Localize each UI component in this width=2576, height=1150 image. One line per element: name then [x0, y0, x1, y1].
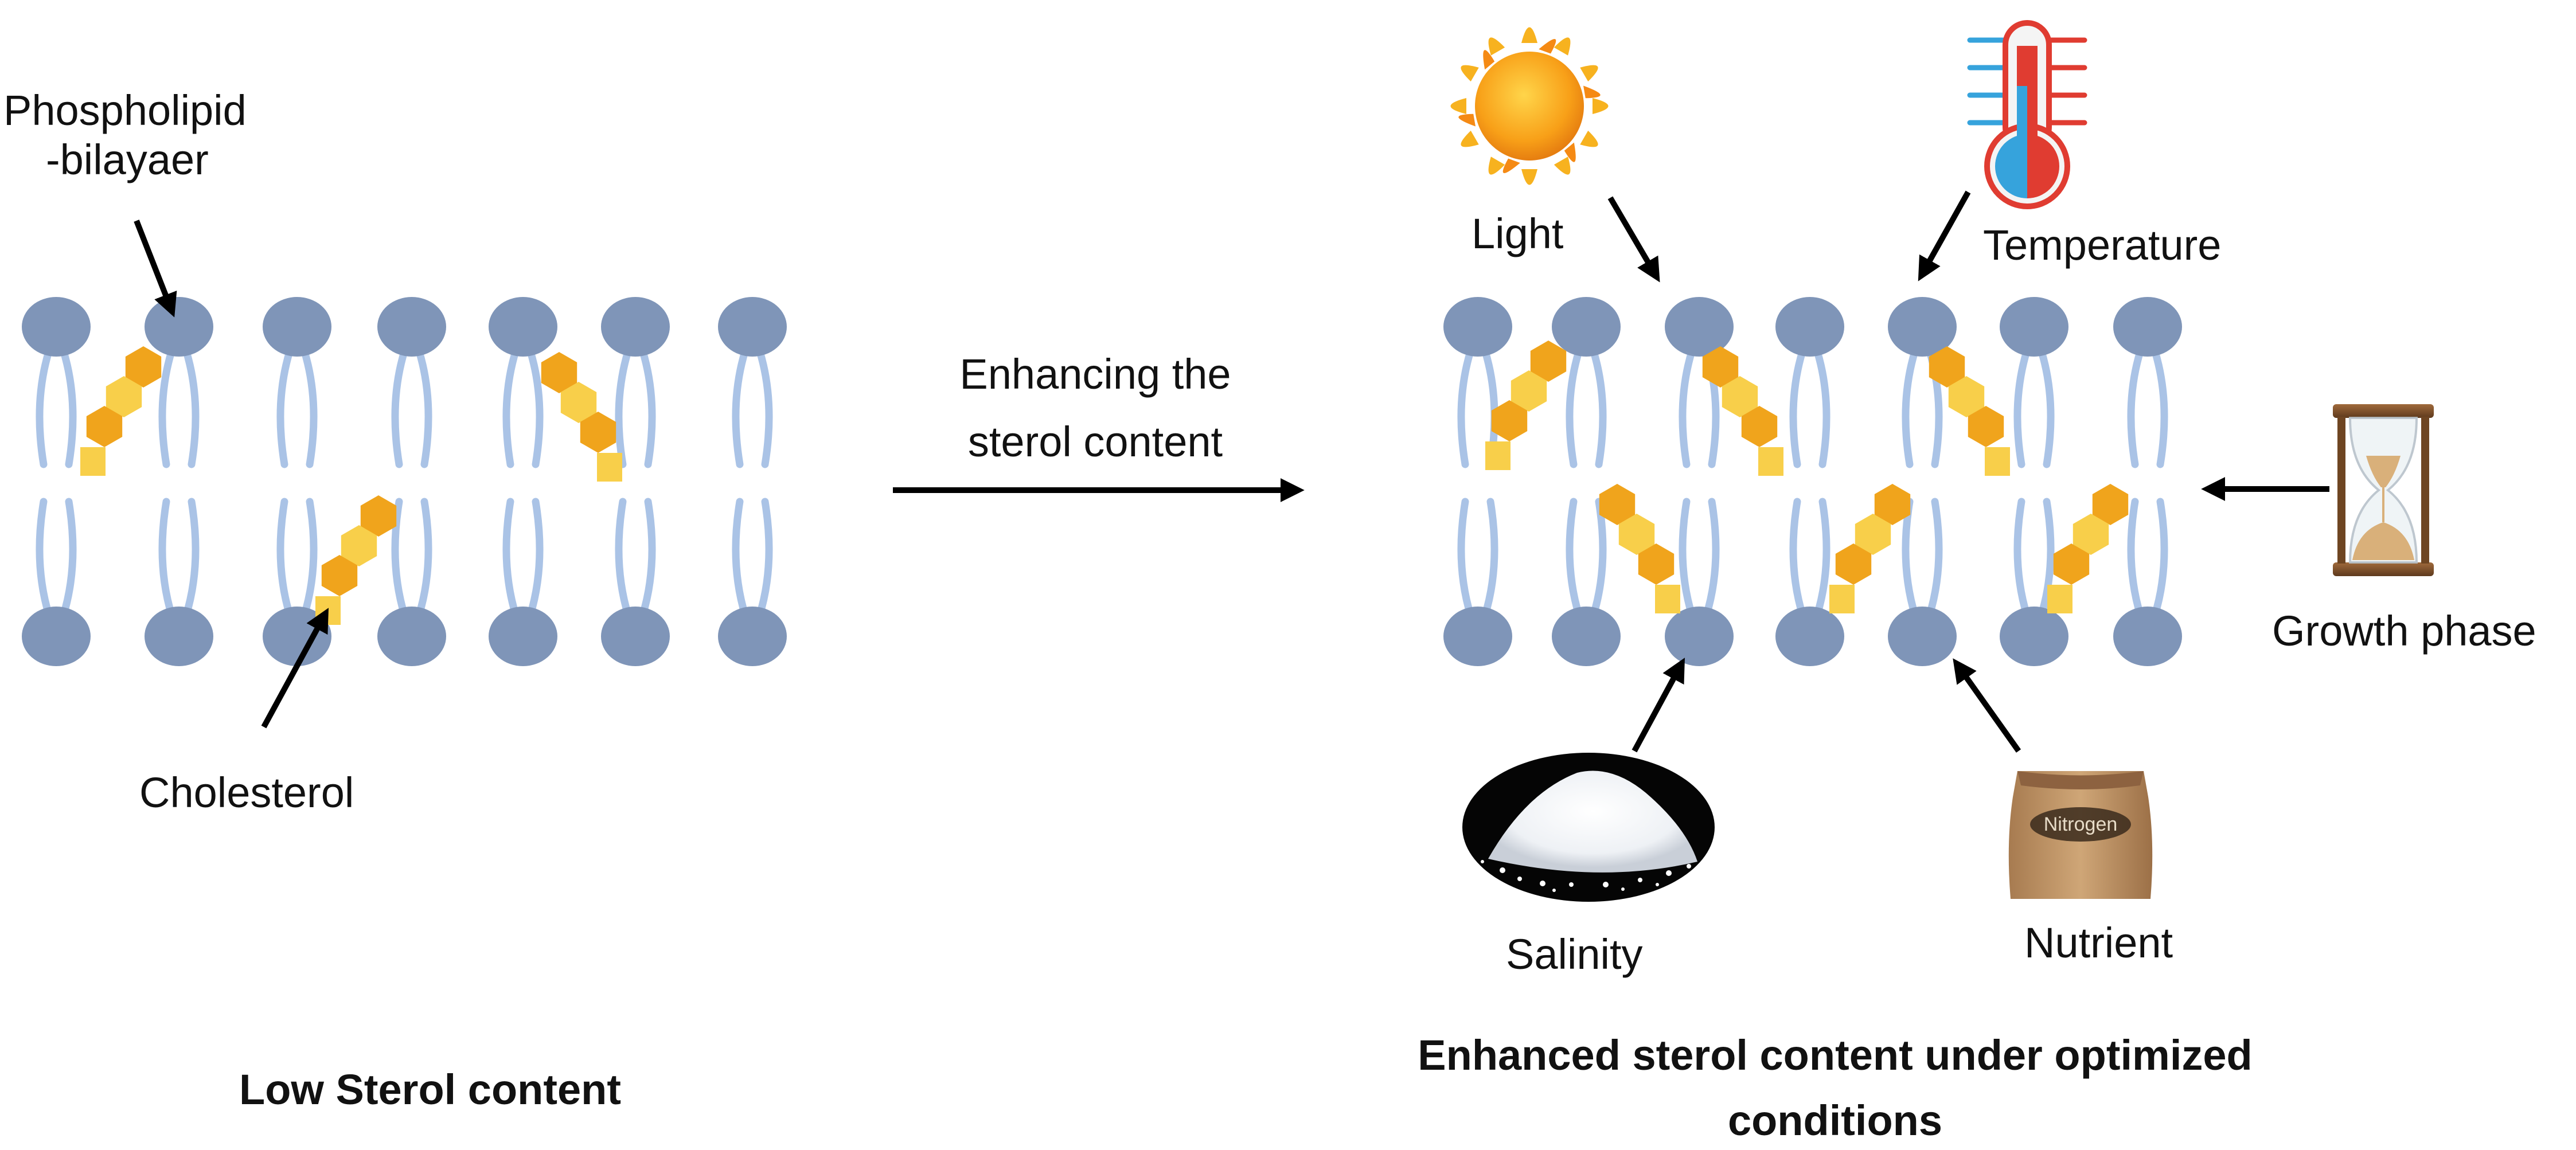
cholesterol-molecule — [541, 352, 622, 482]
phospholipid-label-line1: Phospholipid — [3, 87, 247, 134]
lipid-head — [1443, 607, 1512, 666]
low-sterol-caption: Low Sterol content — [239, 1066, 621, 1113]
cholesterol-molecule — [1485, 341, 1567, 470]
lipid-head — [601, 297, 670, 357]
cholesterol-label: Cholesterol — [139, 769, 354, 816]
cholesterol-molecule — [1929, 346, 2010, 476]
light-label: Light — [1472, 210, 1564, 257]
lipid-head — [718, 607, 787, 666]
phospholipid — [377, 297, 446, 666]
lipid-head — [2113, 607, 2182, 666]
lipid-head — [2113, 297, 2182, 357]
lipid-head — [1775, 297, 1844, 357]
lipid-head — [22, 607, 91, 666]
phospholipid — [1443, 297, 1512, 666]
thermometer-icon — [1967, 20, 2087, 209]
lipid-head — [1888, 297, 1957, 357]
lipid-head — [489, 297, 557, 357]
cholesterol-molecule — [80, 346, 162, 476]
phospholipid — [718, 297, 787, 666]
temperature-arrow — [1918, 190, 1971, 281]
lipid-head — [1665, 297, 1734, 357]
enhancing-label-line2: sterol content — [967, 418, 1223, 466]
sun-icon — [1450, 27, 1609, 185]
lipid-head — [145, 607, 213, 666]
enhanced-caption-line1: Enhanced sterol content under optimized — [1418, 1031, 2253, 1079]
phospholipid-label-line2: -bilayaer — [46, 136, 209, 183]
lipid-head — [1888, 607, 1957, 666]
lipid-head — [489, 607, 557, 666]
cholesterol-molecule — [1702, 346, 1783, 476]
salinity-label: Salinity — [1506, 930, 1643, 978]
hourglass-icon — [2333, 404, 2434, 576]
lipid-head — [263, 297, 331, 357]
enhanced-sterol-membrane — [1443, 297, 2182, 666]
phospholipid — [489, 297, 557, 666]
phospholipid — [1665, 297, 1734, 666]
nutrient-arrow — [1953, 658, 2021, 753]
temperature-label: Temperature — [1983, 221, 2222, 269]
phospholipid — [2113, 297, 2182, 666]
lipid-head — [2000, 607, 2068, 666]
cholesterol-molecules — [80, 341, 2129, 625]
lipid-head — [1552, 607, 1621, 666]
cholesterol-molecule — [315, 495, 397, 625]
lipid-head — [1552, 297, 1621, 357]
lipid-head — [601, 607, 670, 666]
enhanced-caption-line2: conditions — [1727, 1097, 1943, 1144]
lipid-head — [145, 297, 213, 357]
phospholipid — [601, 297, 670, 666]
lipid-head — [1665, 607, 1734, 666]
cholesterol-molecule — [2047, 484, 2129, 613]
lipid-head — [2000, 297, 2068, 357]
light-arrow — [1607, 196, 1660, 283]
phospholipid — [1888, 297, 1957, 666]
lipid-head — [22, 297, 91, 357]
lipid-head — [377, 607, 446, 666]
nitrogen-bag-label: Nitrogen — [2044, 813, 2118, 835]
salinity-arrow — [1632, 658, 1685, 753]
growth-phase-label: Growth phase — [2272, 607, 2536, 655]
salt-pile-icon — [1462, 753, 1715, 902]
cholesterol-molecule — [1829, 484, 1911, 613]
phospholipid-pointer-arrow — [134, 220, 177, 318]
lipid-head — [1443, 297, 1512, 357]
nitrogen-bag-icon: Nitrogen — [2008, 771, 2153, 899]
cholesterol-molecule — [1599, 484, 1680, 613]
phospholipid — [1775, 297, 1844, 666]
cholesterol-pointer-arrow — [261, 608, 329, 729]
lipid-head — [377, 297, 446, 357]
enhancing-label-line1: Enhancing the — [959, 350, 1231, 398]
phospholipid — [2000, 297, 2068, 666]
phospholipid — [1552, 297, 1621, 666]
nutrient-label: Nutrient — [2024, 919, 2173, 967]
lipid-head — [1775, 607, 1844, 666]
phospholipid — [145, 297, 213, 666]
phospholipid — [22, 297, 91, 666]
low-sterol-membrane — [22, 297, 787, 666]
lipid-head — [718, 297, 787, 357]
